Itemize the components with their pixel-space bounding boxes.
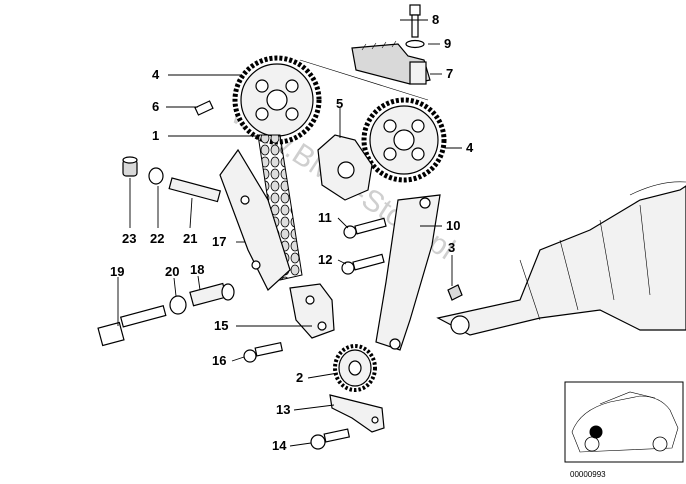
part-number-text: 00000993 <box>570 470 606 479</box>
part-11-bolt <box>343 217 387 239</box>
crankshaft <box>436 181 686 336</box>
callout-13: 13 <box>276 402 290 417</box>
callout-23: 23 <box>122 231 136 246</box>
callout-6: 6 <box>152 99 159 114</box>
part-19-bolt <box>97 305 167 347</box>
callout-4-lower: 4 <box>466 140 474 155</box>
part-14-bolt <box>310 428 351 450</box>
part-20-washer <box>169 295 187 315</box>
callout-10: 10 <box>446 218 460 233</box>
location-marker-icon <box>589 425 603 439</box>
part-10-tensioner-rail <box>375 194 441 351</box>
callout-19: 19 <box>110 264 124 279</box>
callout-14: 14 <box>272 438 287 453</box>
part-2-crank-sprocket <box>333 344 377 392</box>
part-15-guide <box>289 283 335 339</box>
part-18-sleeve <box>189 282 235 307</box>
callout-21: 21 <box>183 231 197 246</box>
part-22-seal <box>148 167 164 185</box>
callout-8: 8 <box>432 12 439 27</box>
part-4-sprocket-upper <box>232 55 322 145</box>
part-12-bolt <box>341 253 385 275</box>
callout-15: 15 <box>214 318 228 333</box>
part-5-cam <box>317 134 373 201</box>
part-8-bolt <box>409 4 421 38</box>
vehicle-inset <box>564 381 684 463</box>
callout-5: 5 <box>336 96 343 111</box>
part-21-pin <box>168 177 222 203</box>
callout-18: 18 <box>190 262 204 277</box>
callout-11: 11 <box>318 210 332 225</box>
callout-20: 20 <box>165 264 179 279</box>
callout-1: 1 <box>152 128 159 143</box>
part-3-key <box>447 284 463 301</box>
callout-labels: 8 9 7 4 6 5 1 4 11 10 23 22 21 17 3 12 1… <box>110 12 474 453</box>
callout-22: 22 <box>150 231 164 246</box>
callout-17: 17 <box>212 234 226 249</box>
part-17-guide-rail <box>219 148 291 291</box>
callout-7: 7 <box>446 66 453 81</box>
callout-12: 12 <box>318 252 332 267</box>
part-13-guide-bracket <box>329 394 385 433</box>
callout-16: 16 <box>212 353 226 368</box>
part-7-tensioner <box>351 40 431 85</box>
callout-9: 9 <box>444 36 451 51</box>
leader-lines <box>117 19 462 447</box>
part-4-sprocket-lower <box>361 97 447 183</box>
callout-2: 2 <box>296 370 303 385</box>
part-23-plug <box>122 156 138 177</box>
part-9-washer <box>405 39 425 49</box>
callout-4-upper: 4 <box>152 67 160 82</box>
part-16-bolt <box>243 341 283 363</box>
callout-3: 3 <box>448 240 455 255</box>
part-6-bolt <box>194 100 214 116</box>
